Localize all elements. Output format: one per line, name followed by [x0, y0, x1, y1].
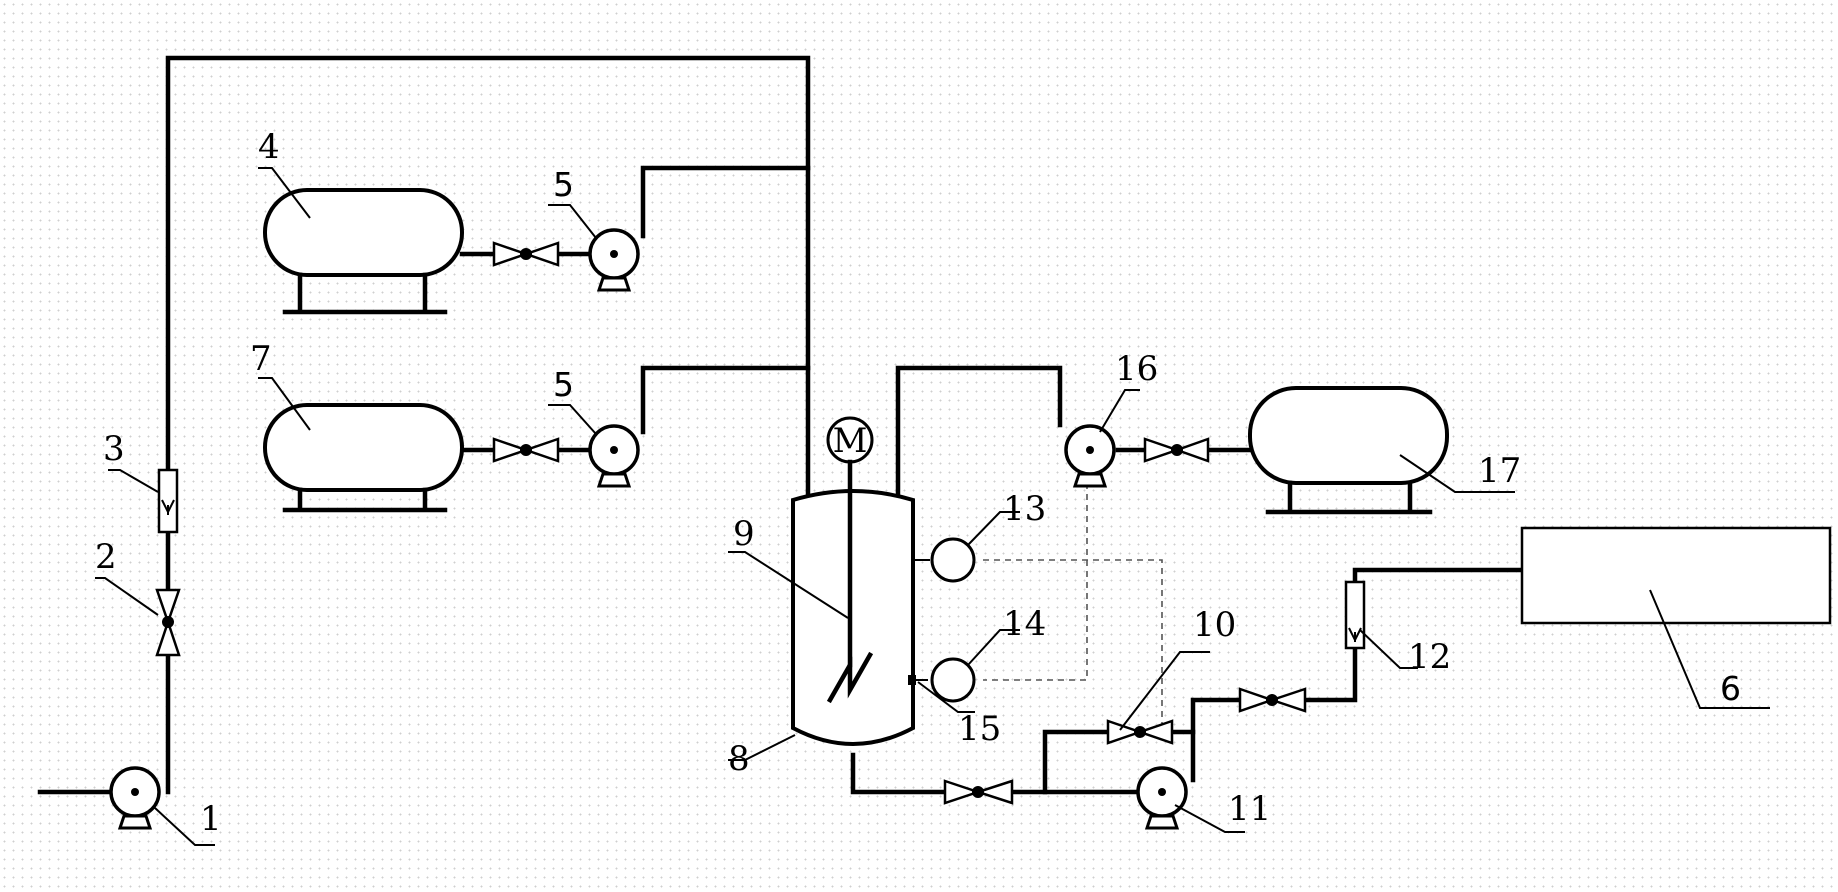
instrument-14: [930, 657, 976, 703]
treatment-unit-6: [1520, 526, 1832, 625]
valve-tank17-icon: [1143, 437, 1210, 463]
instrument-13: [913, 537, 976, 583]
component-labels: 1 2 3 4 5 5 6 7 8 9 10 11 12 13 14 15 16…: [95, 127, 1741, 839]
valve-10-icon: [1106, 719, 1174, 745]
leader-lines: [95, 167, 1515, 846]
flowmeter-12-icon: [1344, 580, 1366, 650]
label-6: 6: [1720, 669, 1741, 708]
signal-lines: [983, 472, 1163, 740]
valve-pump11-outlet-icon: [1238, 687, 1307, 713]
label-8: 8: [728, 739, 750, 779]
label-15: 15: [958, 709, 1001, 749]
label-5-upper: 5: [553, 165, 574, 204]
motor-label: M: [833, 421, 868, 461]
storage-tank-4: [263, 188, 464, 315]
flowmeter-3-icon: [157, 468, 179, 534]
label-3: 3: [103, 429, 125, 469]
storage-tank-7: [263, 403, 464, 513]
label-9: 9: [733, 514, 755, 554]
pump-1-icon: [109, 766, 161, 830]
pump-16-icon: [1064, 424, 1116, 488]
label-14: 14: [1003, 604, 1046, 644]
label-11: 11: [1228, 789, 1271, 829]
valve-reactor-outlet-icon: [943, 779, 1014, 805]
pipelines: [37, 55, 1523, 795]
label-7: 7: [250, 339, 272, 379]
label-1: 1: [200, 799, 222, 839]
label-12: 12: [1408, 637, 1451, 677]
label-13: 13: [1003, 489, 1046, 529]
valve-tank4-icon: [492, 241, 560, 267]
label-5-lower: 5: [553, 365, 574, 404]
pump-11-icon: [1136, 766, 1188, 830]
label-4: 4: [258, 127, 280, 167]
storage-tank-17: [1248, 386, 1449, 515]
pump-5-upper-icon: [588, 228, 640, 292]
valve-tank7-icon: [492, 437, 560, 463]
reactor-vessel-8: [791, 416, 928, 746]
label-10: 10: [1193, 605, 1236, 645]
label-2: 2: [95, 537, 117, 577]
pump-5-lower-icon: [588, 424, 640, 488]
valve-2-icon: [155, 588, 181, 657]
label-17: 17: [1478, 451, 1521, 491]
label-16: 16: [1115, 349, 1158, 389]
